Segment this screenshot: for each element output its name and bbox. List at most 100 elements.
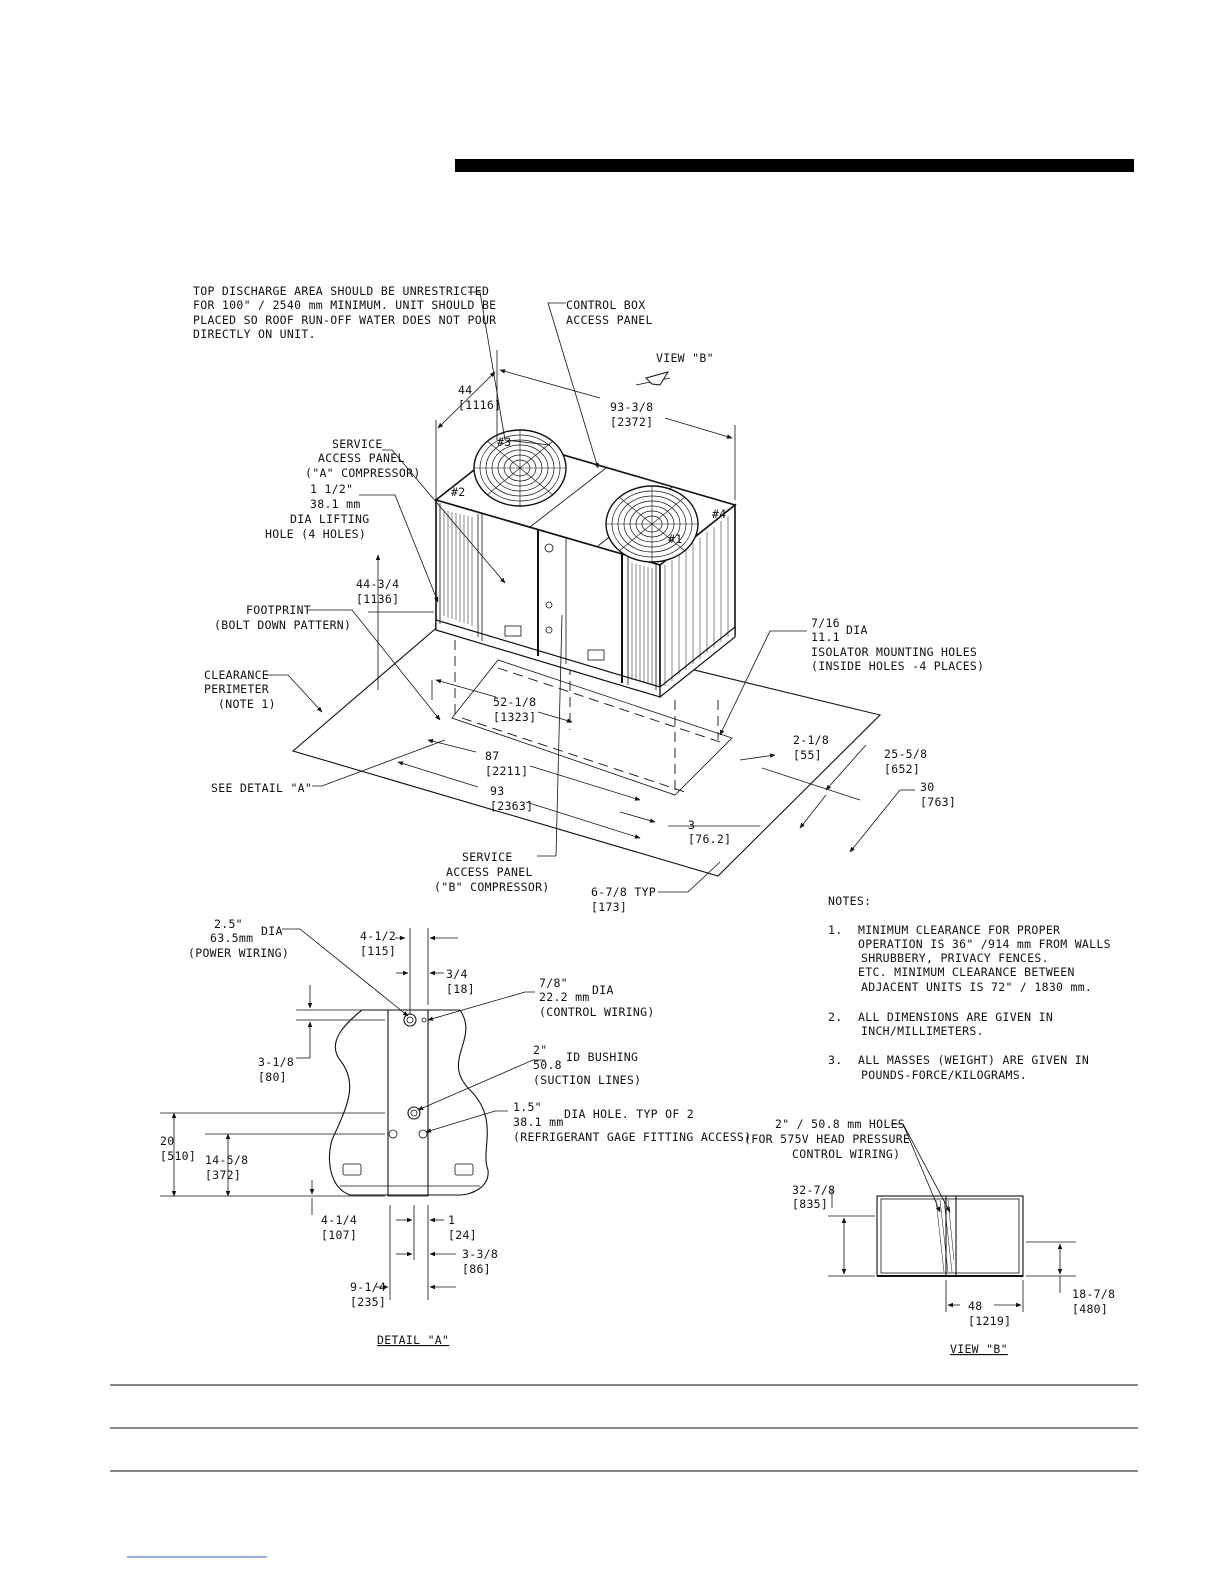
power-size: 2.5" bbox=[214, 917, 243, 931]
see-detail-a: SEE DETAIL "A" bbox=[211, 781, 312, 795]
isolator-dia: DIA bbox=[846, 623, 868, 637]
view-b-drawing bbox=[828, 1123, 1076, 1312]
note-1-l1: MINIMUM CLEARANCE FOR PROPER bbox=[858, 923, 1060, 937]
dim-6-7-8-typ: 6-7/8 TYP bbox=[591, 885, 656, 899]
service-a-l1: SERVICE bbox=[332, 437, 383, 451]
dim-3-3-8: 3-3/8 bbox=[462, 1247, 498, 1261]
dim-30: 30 bbox=[920, 780, 934, 794]
top-discharge-l3: PLACED SO ROOF RUN-OFF WATER DOES NOT PO… bbox=[193, 313, 496, 327]
dim-93-3-8: 93-3/8 bbox=[610, 400, 653, 414]
control-dia: DIA bbox=[592, 983, 614, 997]
note-2-l2: INCH/MILLIMETERS. bbox=[861, 1024, 984, 1038]
holes-l2: (FOR 575V HEAD PRESSURE bbox=[744, 1132, 910, 1146]
service-b-l2: ACCESS PANEL bbox=[446, 865, 533, 879]
note-1-l2: OPERATION IS 36" /914 mm FROM WALLS bbox=[858, 937, 1111, 951]
dim-48: 48 bbox=[968, 1299, 982, 1313]
control-box-l1: CONTROL BOX bbox=[566, 298, 645, 312]
control-label: (CONTROL WIRING) bbox=[539, 1005, 655, 1019]
dim-20-mm: [510] bbox=[160, 1149, 196, 1163]
dim-4-1-4-mm: [107] bbox=[321, 1228, 357, 1242]
clearance-l3: (NOTE 1) bbox=[218, 697, 276, 711]
dim-52-1-8: 52-1/8 bbox=[493, 695, 536, 709]
dim-2-1-8: 2-1/8 bbox=[793, 733, 829, 747]
iso-leaders bbox=[266, 291, 807, 893]
holes-l3: CONTROL WIRING) bbox=[792, 1147, 900, 1161]
note-3-l1: ALL MASSES (WEIGHT) ARE GIVEN IN bbox=[858, 1053, 1089, 1067]
note-1-l4: ETC. MINIMUM CLEARANCE BETWEEN bbox=[858, 965, 1075, 979]
dim-3-1-8-mm: [80] bbox=[258, 1070, 287, 1084]
dim-44-mm: [1116] bbox=[458, 398, 501, 412]
lifting-l3: DIA LIFTING bbox=[290, 512, 369, 526]
view-b-marker: VIEW "B" bbox=[656, 351, 714, 365]
dim-3-mm: [76.2] bbox=[688, 832, 731, 846]
footprint-l1: FOOTPRINT bbox=[246, 603, 311, 617]
detail-a-title: DETAIL "A" bbox=[377, 1333, 449, 1347]
dim-44-3-4: 44-3/4 bbox=[356, 577, 399, 591]
dim-3-3-8-mm: [86] bbox=[462, 1262, 491, 1276]
footprint-l2: (BOLT DOWN PATTERN) bbox=[214, 618, 351, 632]
dim-6-7-8-mm: [173] bbox=[591, 900, 627, 914]
dim-52-1-8-mm: [1323] bbox=[493, 710, 536, 724]
clearance-perimeter bbox=[291, 611, 882, 877]
dim-32-7-8-mm: [835] bbox=[792, 1197, 828, 1211]
dim-30-mm: [763] bbox=[920, 795, 956, 809]
detail-a-drawing bbox=[160, 928, 545, 1300]
suction-size: 2" bbox=[533, 1043, 547, 1057]
holes-l1: 2" / 50.8 mm HOLES bbox=[775, 1117, 905, 1131]
dim-3: 3 bbox=[688, 818, 695, 832]
control-box-l2: ACCESS PANEL bbox=[566, 313, 653, 327]
gage-label: (REFRIGERANT GAGE FITTING ACCESS) bbox=[513, 1130, 751, 1144]
note-2-num: 2. bbox=[828, 1010, 842, 1024]
dim-25-5-8-mm: [652] bbox=[884, 762, 920, 776]
suction-bushing: ID BUSHING bbox=[566, 1050, 638, 1064]
service-a-l3: ("A" COMPRESSOR) bbox=[305, 466, 421, 480]
note-1-l5: ADJACENT UNITS IS 72" / 1830 mm. bbox=[861, 980, 1092, 994]
power-mm: 63.5mm bbox=[210, 931, 253, 945]
control-size: 7/8" bbox=[539, 976, 568, 990]
unit-isometric bbox=[291, 429, 882, 877]
note-1-l3: SHRUBBERY, PRIVACY FENCES. bbox=[861, 951, 1049, 965]
dim-9-1-4-mm: [235] bbox=[350, 1295, 386, 1309]
dim-3-4-mm: [18] bbox=[446, 982, 475, 996]
iso-dimensions bbox=[368, 350, 915, 853]
note-3-num: 3. bbox=[828, 1053, 842, 1067]
note-3-l2: POUNDS-FORCE/KILOGRAMS. bbox=[861, 1068, 1027, 1082]
dim-1: 1 bbox=[448, 1213, 455, 1227]
isolator-l4: (INSIDE HOLES -4 PLACES) bbox=[811, 659, 984, 673]
dim-44-3-4-mm: [1136] bbox=[356, 592, 399, 606]
fan-mark-2: #2 bbox=[451, 485, 465, 499]
clearance-l1: CLEARANCE bbox=[204, 668, 269, 682]
labels: TOP DISCHARGE AREA SHOULD BE UNRESTRICTE… bbox=[160, 284, 1115, 1356]
dim-93-mm: [2363] bbox=[490, 799, 533, 813]
dim-3-1-8: 3-1/8 bbox=[258, 1055, 294, 1069]
dim-2-1-8-mm: [55] bbox=[793, 748, 822, 762]
dim-4-1-2-mm: [115] bbox=[360, 944, 396, 958]
fan-mark-1: #1 bbox=[668, 532, 682, 546]
control-mm: 22.2 mm bbox=[539, 990, 590, 1004]
service-a-l2: ACCESS PANEL bbox=[318, 451, 405, 465]
clearance-l2: PERIMETER bbox=[204, 682, 269, 696]
notes-heading: NOTES: bbox=[828, 894, 871, 908]
footprint-outline bbox=[451, 659, 733, 796]
top-discharge-l2: FOR 100" / 2540 mm MINIMUM. UNIT SHOULD … bbox=[193, 298, 496, 312]
dim-18-7-8-mm: [480] bbox=[1072, 1302, 1108, 1316]
dim-9-1-4: 9-1/4 bbox=[350, 1280, 386, 1294]
suction-mm: 50.8 bbox=[533, 1058, 562, 1072]
dim-20: 20 bbox=[160, 1134, 174, 1148]
fan-mark-3: #3 bbox=[497, 435, 511, 449]
dim-14-5-8-mm: [372] bbox=[205, 1168, 241, 1182]
gage-size: 1.5" bbox=[513, 1100, 542, 1114]
note-2-l1: ALL DIMENSIONS ARE GIVEN IN bbox=[858, 1010, 1053, 1024]
isolator-l1: 7/16 bbox=[811, 616, 840, 630]
dim-48-mm: [1219] bbox=[968, 1314, 1011, 1328]
gage-mm: 38.1 mm bbox=[513, 1115, 564, 1129]
dim-18-7-8: 18-7/8 bbox=[1072, 1287, 1115, 1301]
dim-87: 87 bbox=[485, 749, 499, 763]
view-b-title: VIEW "B" bbox=[950, 1342, 1008, 1356]
lifting-l2: 38.1 mm bbox=[310, 497, 361, 511]
dim-87-mm: [2211] bbox=[485, 764, 528, 778]
service-b-l3: ("B" COMPRESSOR) bbox=[434, 880, 550, 894]
dim-4-1-4: 4-1/4 bbox=[321, 1213, 357, 1227]
